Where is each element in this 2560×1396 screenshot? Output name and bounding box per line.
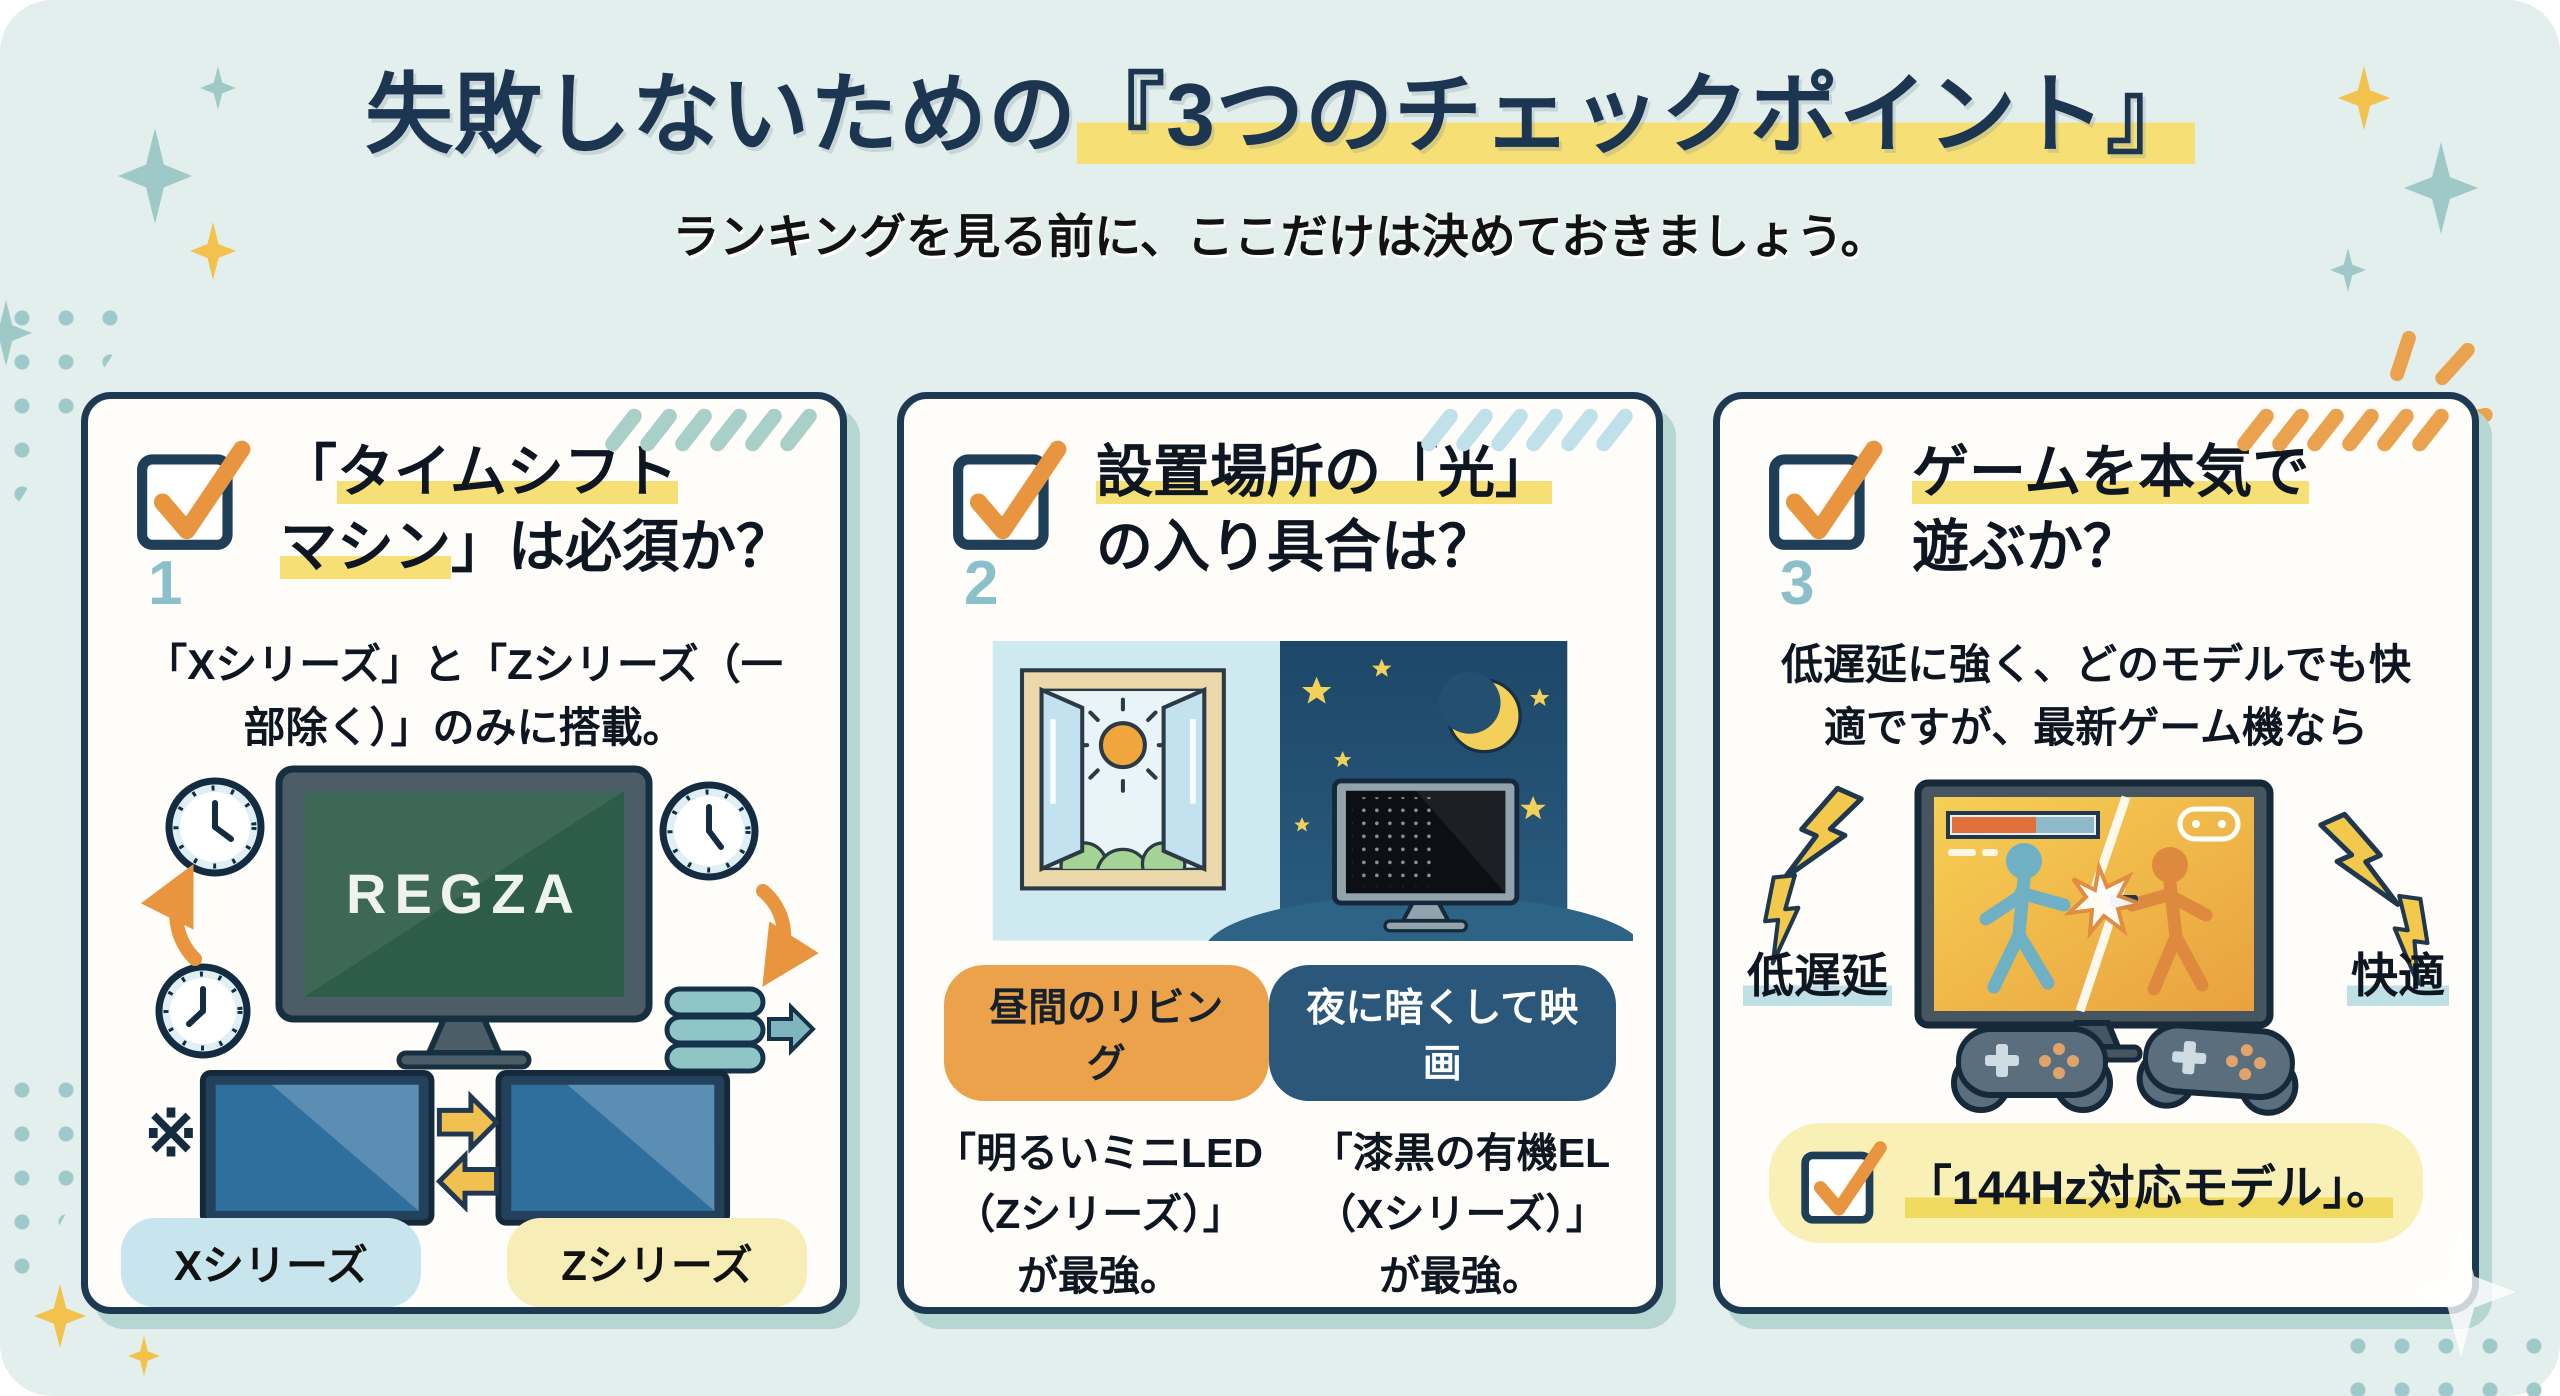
- day-recommendation: 「明るいミニLED（Zシリーズ）」が最強。: [935, 1129, 1263, 1299]
- 144hz-callout: 「144Hz対応モデル」。: [1768, 1123, 2424, 1243]
- checkpoint-cards: 1 「タイムシフトマシン」は必須か？ 「Xシリーズ」と「Zシリーズ（一部除く）」…: [0, 392, 2560, 1357]
- player-blue-icon: [1979, 843, 2071, 994]
- night-recommendation: 「漆黒の有機EL（Xシリーズ）」が最強。: [1311, 1129, 1611, 1299]
- series-labels: Xシリーズ Zシリーズ: [121, 1218, 807, 1307]
- card-light: 2 設置場所の「光」の入り具合は？: [897, 392, 1663, 1314]
- hatch-stripes: [602, 405, 820, 455]
- checkbox-block: 3: [1766, 435, 1894, 615]
- card-heading: 設置場所の「光」の入り具合は？: [1096, 440, 1552, 580]
- output-arrow-icon: [767, 1002, 816, 1056]
- card-body-text: 低遅延に強く、どのモデルでも快適ですが、最新ゲーム機なら: [1780, 641, 2411, 751]
- card-heading: 「タイムシフトマシン」は必須か？: [280, 440, 793, 580]
- moon-icon: [1438, 671, 1522, 754]
- cycle-arrow-icon: [140, 863, 202, 966]
- card-body-text: 「Xシリーズ」と「Zシリーズ（一部除く）」のみに搭載。: [145, 641, 783, 751]
- card-number: 2: [964, 549, 999, 618]
- svg-text:REGZA: REGZA: [346, 862, 582, 925]
- night-label: 夜に暗くして映画: [1268, 964, 1616, 1101]
- low-latency-label: 低遅延: [1743, 937, 1892, 1006]
- sun-icon: [1075, 697, 1171, 793]
- card-heading: ゲームを本気で遊ぶか？: [1912, 440, 2310, 580]
- recommendations: 「明るいミニLED（Zシリーズ）」が最強。 「漆黒の有機EL（Xシリーズ）」が最…: [935, 1123, 1625, 1308]
- clock-icon: [155, 963, 251, 1059]
- gaming-tv-scene: [1763, 779, 2430, 1116]
- dot-pattern: [2336, 1324, 2546, 1396]
- swap-arrow-left-icon: [435, 1149, 499, 1213]
- night-scene: [1208, 641, 1633, 941]
- gaming-illustration: 低遅延 快適: [1743, 769, 2449, 1116]
- z-series-label: Zシリーズ: [507, 1218, 807, 1307]
- day-label: 昼間のリビング: [944, 964, 1269, 1101]
- day-scene: [992, 641, 1280, 941]
- clock-icon: [165, 777, 265, 877]
- 144hz-text: 「144Hz対応モデル」。: [1904, 1148, 2394, 1218]
- card-header: 1 「タイムシフトマシン」は必須か？: [116, 429, 812, 615]
- hatch-stripes: [1418, 405, 1636, 455]
- scene-labels: 昼間のリビング 夜に暗くして映画: [932, 964, 1628, 1101]
- note-mark: ※: [144, 1097, 198, 1170]
- x-series-label: Xシリーズ: [121, 1218, 421, 1307]
- card-number: 3: [1780, 549, 1815, 618]
- card-gaming: 3 ゲームを本気で遊ぶか？ 低遅延に強く、どのモデルでも快適ですが、最新ゲーム機…: [1713, 392, 2516, 1357]
- game-tv-icon: [1914, 779, 2274, 1063]
- clock-icon: [659, 781, 759, 881]
- card-header: 3 ゲームを本気で遊ぶか？: [1748, 429, 2444, 615]
- gamepad-icon: [2136, 1022, 2299, 1116]
- swap-arrow-right-icon: [436, 1090, 501, 1154]
- regza-tv-icon: REGZA: [275, 765, 653, 1070]
- player-orange-icon: [2125, 847, 2213, 996]
- checkbox-icon: [953, 440, 1067, 550]
- day-night-panel: [992, 641, 1633, 941]
- checkbox-block: 1: [134, 435, 262, 615]
- impact-burst-icon: [2063, 859, 2149, 940]
- hatch-stripes: [2234, 405, 2452, 455]
- card-header: 2 設置場所の「光」の入り具合は？: [932, 429, 1628, 615]
- dark-tv-icon: [1332, 778, 1520, 933]
- checkbox-block: 2: [950, 435, 1078, 615]
- checkbox-icon: [1769, 440, 1883, 550]
- page-subtitle: ランキングを見る前に、ここだけは決めておきましょう。: [672, 210, 1888, 263]
- title-prefix: 失敗しないための: [365, 65, 1078, 164]
- timeshift-tv-illustration: REGZA: [140, 765, 819, 1074]
- page-title: 失敗しないための『3つのチェックポイント』: [0, 44, 2560, 171]
- card-timeshift: 1 「タイムシフトマシン」は必須か？ 「Xシリーズ」と「Zシリーズ（一部除く）」…: [81, 392, 847, 1314]
- gamepad-icon: [1951, 1026, 2113, 1113]
- checkbox-icon: [1801, 1141, 1887, 1224]
- database-icon: [664, 986, 766, 1074]
- comfort-label: 快適: [2347, 937, 2449, 1006]
- controller-glyph-icon: [2177, 806, 2241, 842]
- card-number: 1: [148, 549, 183, 618]
- checkbox-icon: [137, 440, 251, 550]
- cycle-arrow-icon: [756, 884, 819, 987]
- window-pane-icon: [1161, 686, 1207, 872]
- title-highlight: 『3つのチェックポイント』: [1077, 65, 2195, 164]
- window-pane-icon: [1039, 686, 1085, 872]
- lightning-icons: [1763, 785, 2430, 987]
